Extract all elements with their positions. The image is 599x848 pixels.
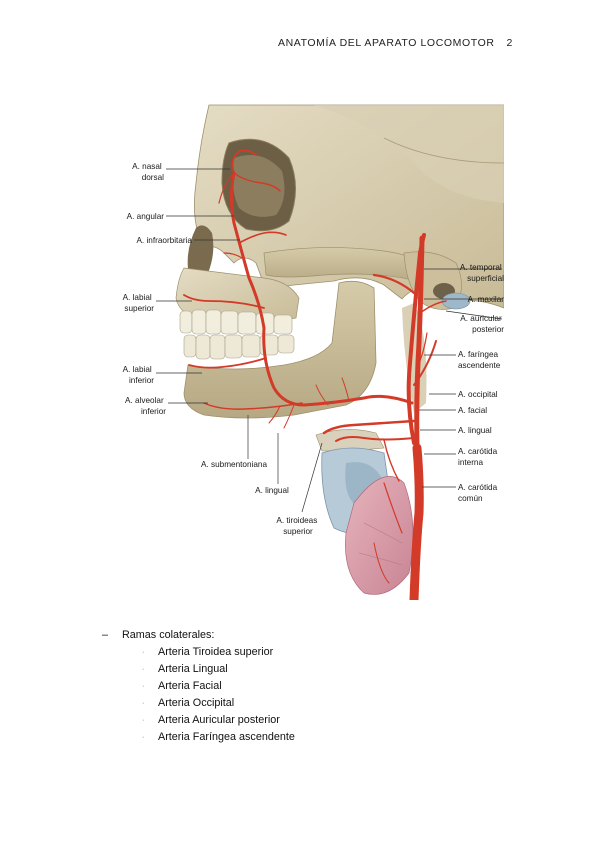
bullet-icon: · <box>142 666 145 673</box>
label-tiroideas-superior: A. tiroideas superior <box>276 516 319 536</box>
running-header: ANATOMÍA DEL APARATO LOCOMOTOR 2 <box>278 37 513 49</box>
bullet-icon: · <box>142 717 145 724</box>
list-item: ·Arteria Facial <box>102 678 295 695</box>
page-number: 2 <box>506 37 513 49</box>
anatomy-figure: A. nasal dorsal A. angular A. infraorbit… <box>84 103 504 600</box>
labels-left: A. nasal dorsal A. angular A. infraorbit… <box>123 162 193 416</box>
label-auricular-posterior: A. auricular posterior <box>460 314 504 334</box>
label-carotida-interna: A. carótida interna <box>458 447 499 467</box>
labels-right: A. temporal superficial A. maxilar A. au… <box>458 263 504 503</box>
larynx-thyroid <box>315 429 414 595</box>
skull <box>175 104 504 419</box>
label-faringea-ascendente: A. faríngea ascendente <box>458 350 501 370</box>
bullet-icon: · <box>142 683 145 690</box>
labels-bottom: A. submentoniana A. lingual A. tiroideas… <box>201 460 319 536</box>
list-item: ·Arteria Lingual <box>102 661 295 678</box>
label-carotida-comun: A. carótida común <box>458 483 499 503</box>
list-heading-text: Ramas colaterales: <box>122 629 215 641</box>
list-heading: – Ramas colaterales: <box>102 627 295 644</box>
label-maxilar: A. maxilar <box>468 295 504 304</box>
label-temporal-superficial: A. temporal superficial <box>460 263 504 283</box>
header-title: ANATOMÍA DEL APARATO LOCOMOTOR <box>277 37 495 49</box>
label-labial-inferior: A. labial inferior <box>123 365 155 385</box>
list-item: ·Arteria Faríngea ascendente <box>102 729 295 746</box>
dash-marker: – <box>102 629 109 641</box>
arteries <box>183 149 447 600</box>
list-item: ·Arteria Occipital <box>102 695 295 712</box>
list-item: ·Arteria Auricular posterior <box>102 712 295 729</box>
label-infraorbitaria: A. infraorbitaria <box>136 236 192 245</box>
label-nasal-dorsal: A. nasal dorsal <box>132 162 164 182</box>
label-facial: A. facial <box>458 406 487 415</box>
label-labial-superior: A. labial superior <box>123 293 155 313</box>
skull-arteries-illustration: A. nasal dorsal A. angular A. infraorbit… <box>123 104 504 600</box>
label-lingual-right: A. lingual <box>458 426 492 435</box>
label-occipital: A. occipital <box>458 390 498 399</box>
label-submentoniana: A. submentoniana <box>201 460 267 469</box>
branch-items: ·Arteria Tiroidea superior ·Arteria Ling… <box>102 644 295 746</box>
label-lingual-bottom: A. lingual <box>255 486 289 495</box>
bullet-icon: · <box>142 734 145 741</box>
label-alveolar-inferior: A. alveolar inferior <box>125 396 166 416</box>
bullet-icon: · <box>142 649 145 656</box>
collateral-branches-list: – Ramas colaterales: ·Arteria Tiroidea s… <box>102 627 295 746</box>
bullet-icon: · <box>142 700 145 707</box>
label-angular: A. angular <box>127 212 165 221</box>
leader-lines <box>156 168 503 513</box>
list-item: ·Arteria Tiroidea superior <box>102 644 295 661</box>
